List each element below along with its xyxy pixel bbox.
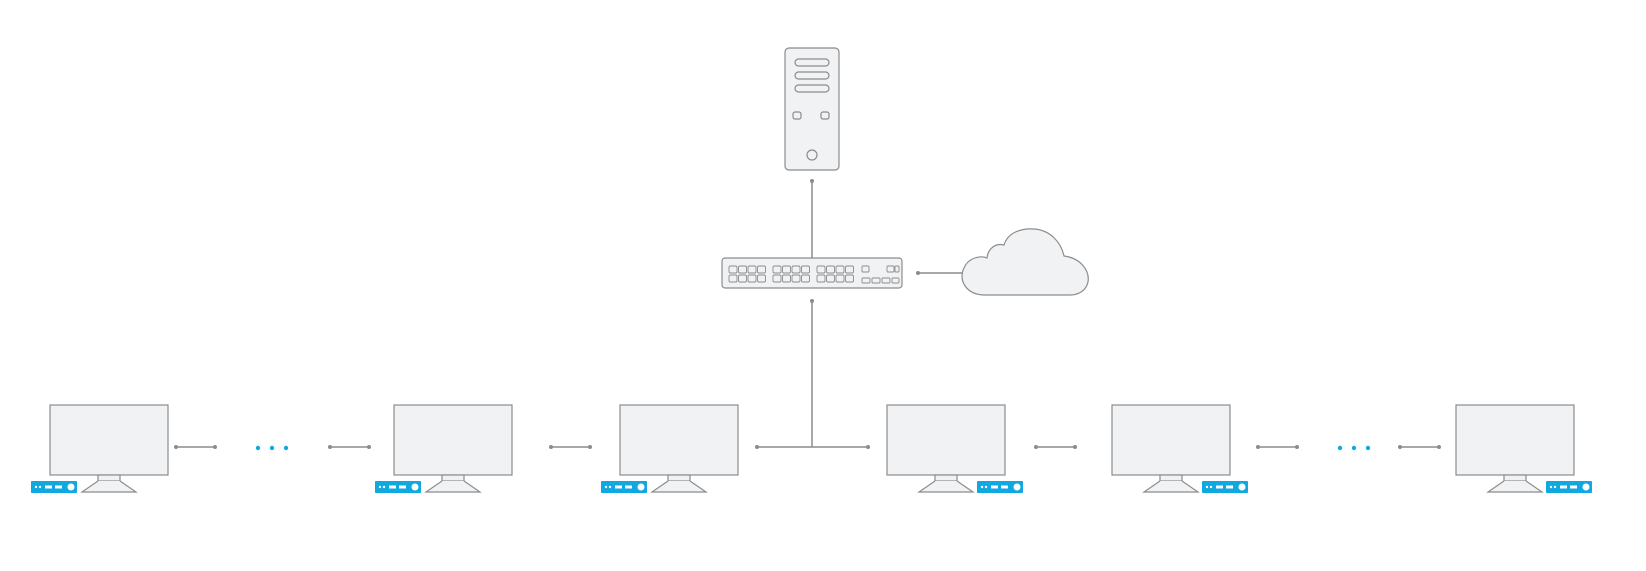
switch-port xyxy=(728,265,738,274)
switch-uplink-port xyxy=(861,277,871,284)
switch-uplink-port xyxy=(891,277,900,284)
switch-port xyxy=(782,274,791,283)
switch-port xyxy=(791,265,801,274)
switch-port xyxy=(801,274,810,283)
ellipsis-left xyxy=(255,445,289,451)
switch-uplink-port xyxy=(871,277,881,284)
monitor-icon xyxy=(393,404,513,493)
switch-port xyxy=(738,265,747,274)
switch-port xyxy=(782,265,791,274)
link-switch-bus xyxy=(755,299,870,449)
monitor-icon xyxy=(619,404,739,493)
switch-uplink-port xyxy=(886,265,895,273)
switch-uplink-port xyxy=(881,277,891,284)
switch-port xyxy=(845,265,854,274)
switch-port xyxy=(757,274,766,283)
device-box-icon xyxy=(1202,481,1248,493)
switch-port xyxy=(757,265,766,274)
switch-port xyxy=(747,274,757,283)
monitor-1 xyxy=(31,404,169,493)
cloud xyxy=(961,228,1089,296)
link-server-switch xyxy=(810,179,814,258)
monitor-icon xyxy=(1111,404,1231,493)
network-switch-icon xyxy=(721,257,903,289)
switch-port xyxy=(835,274,845,283)
switch-port xyxy=(826,274,835,283)
switch-port xyxy=(738,274,747,283)
monitor-icon xyxy=(886,404,1006,493)
switch-port xyxy=(728,274,738,283)
link-switch-cloud xyxy=(916,271,962,275)
server xyxy=(784,47,840,171)
server-tower-icon xyxy=(784,47,840,171)
monitor-3 xyxy=(601,404,739,493)
switch-port xyxy=(772,265,782,274)
device-box-icon xyxy=(1546,481,1592,493)
switch-port xyxy=(791,274,801,283)
switch-port xyxy=(835,265,845,274)
switch-port xyxy=(845,274,854,283)
switch-port xyxy=(816,274,826,283)
device-box-icon xyxy=(375,481,421,493)
switch-port xyxy=(801,265,810,274)
monitor-2 xyxy=(375,404,513,493)
switch xyxy=(721,257,903,289)
device-box-icon xyxy=(601,481,647,493)
switch-port xyxy=(747,265,757,274)
monitor-4 xyxy=(886,404,1023,493)
monitor-icon xyxy=(1455,404,1575,493)
monitor-5 xyxy=(1111,404,1248,493)
device-box-icon xyxy=(977,481,1023,493)
links-left xyxy=(174,445,592,449)
links-right xyxy=(1034,445,1441,449)
switch-port xyxy=(772,274,782,283)
switch-port xyxy=(816,265,826,274)
switch-port xyxy=(826,265,835,274)
switch-uplink-port xyxy=(894,265,900,273)
ellipsis-right xyxy=(1337,445,1371,451)
switch-uplink-port xyxy=(861,265,870,273)
monitor-6 xyxy=(1455,404,1592,493)
cloud-icon xyxy=(961,228,1089,296)
device-box-icon xyxy=(31,481,77,493)
monitor-icon xyxy=(49,404,169,493)
